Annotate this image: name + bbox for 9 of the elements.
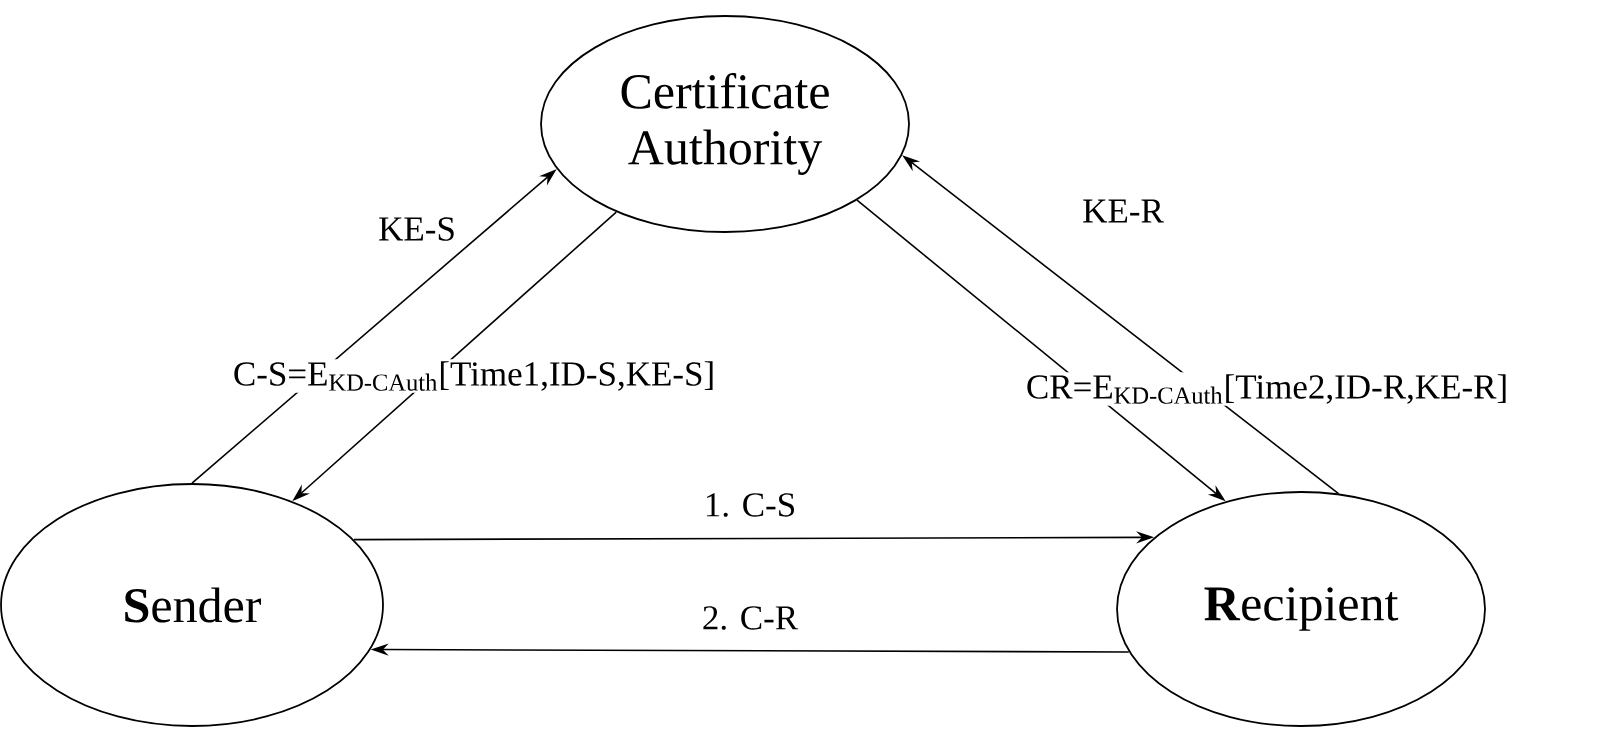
edge-label: 1. C-S: [701, 491, 799, 519]
edge-label: C-S=E$_{KD-CAuth}$[Time1,ID-S,KE-S]: [230, 359, 718, 393]
edge-label: KE-R: [1080, 197, 1166, 225]
ellipse-node: Recipient: [1116, 491, 1486, 727]
edge-label: KE-S: [376, 215, 458, 243]
edge-label: CR=E$_{KD-CAuth}$[Time2,ID-R,KE-R]: [1023, 372, 1511, 406]
ellipse-node: Sender: [0, 483, 384, 727]
edge-label: 2. C-R: [699, 604, 801, 632]
ellipse-node: Certificate Authority: [540, 15, 910, 233]
